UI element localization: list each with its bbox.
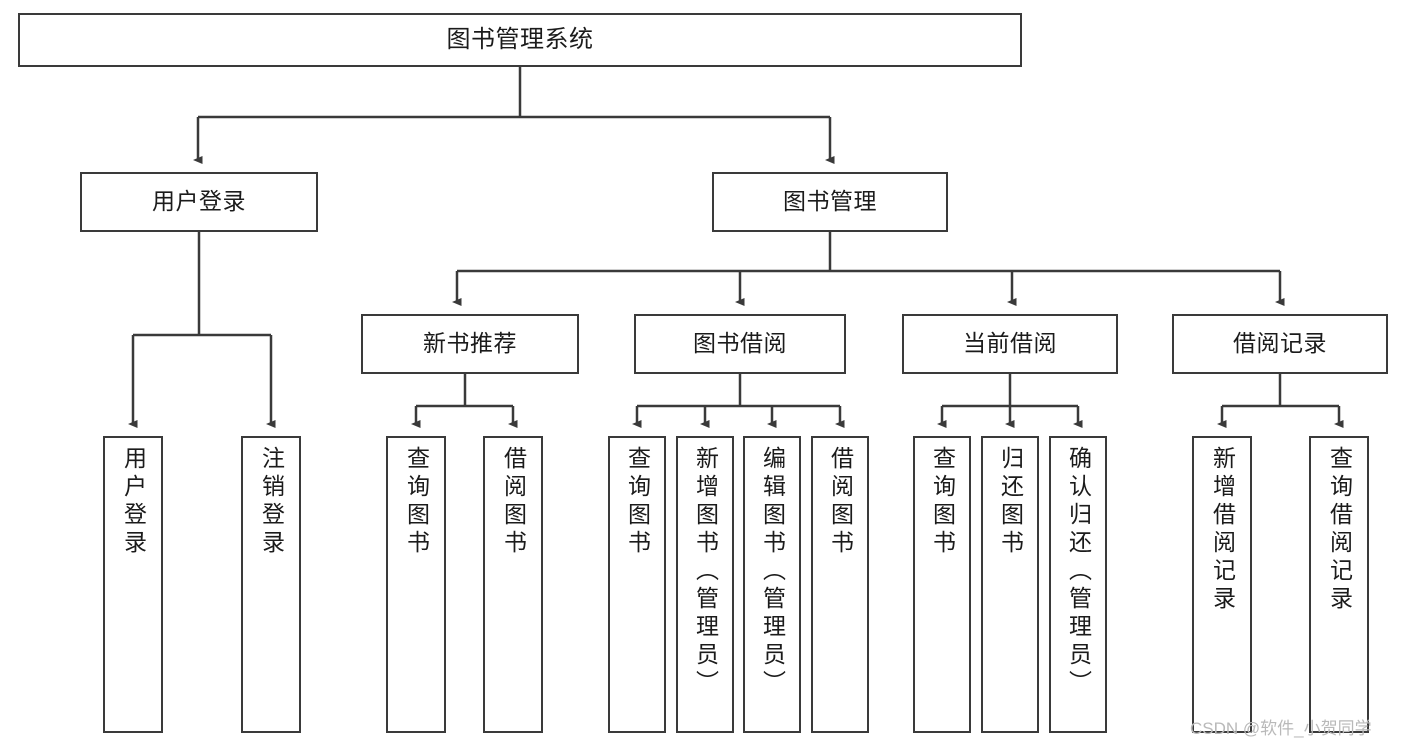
leaf-book-borrow-2[interactable]: 编辑图书（管理员）	[743, 436, 801, 733]
node-root[interactable]: 图书管理系统	[18, 13, 1022, 67]
leaf-current-borrow-0-label: 查询图书	[929, 446, 956, 558]
node-book-manage-label: 图书管理	[783, 188, 877, 215]
leaf-borrow-record-1[interactable]: 查询借阅记录	[1309, 436, 1369, 733]
leaf-current-borrow-2[interactable]: 确认归还（管理员）	[1049, 436, 1107, 733]
node-user-login-label: 用户登录	[152, 188, 246, 215]
leaf-book-borrow-0[interactable]: 查询图书	[608, 436, 666, 733]
leaf-book-borrow-3-label: 借阅图书	[827, 446, 854, 558]
leaf-borrow-record-0[interactable]: 新增借阅记录	[1192, 436, 1252, 733]
node-user-login[interactable]: 用户登录	[80, 172, 318, 232]
leaf-current-borrow-2-label: 确认归还（管理员）	[1065, 446, 1092, 698]
csdn-watermark: CSDN @软件_小贺同学	[1190, 719, 1372, 738]
leaf-new-book-0-label: 查询图书	[403, 446, 430, 558]
node-root-label: 图书管理系统	[446, 25, 594, 53]
node-book-manage[interactable]: 图书管理	[712, 172, 948, 232]
leaf-current-borrow-1-label: 归还图书	[997, 446, 1024, 558]
leaf-current-borrow-1[interactable]: 归还图书	[981, 436, 1039, 733]
leaf-user-login-1-label: 注销登录	[258, 446, 285, 558]
leaf-current-borrow-0[interactable]: 查询图书	[913, 436, 971, 733]
leaf-user-login-1[interactable]: 注销登录	[241, 436, 301, 733]
leaf-user-login-0[interactable]: 用户登录	[103, 436, 163, 733]
node-book-borrow-label: 图书借阅	[693, 330, 787, 357]
leaf-borrow-record-1-label: 查询借阅记录	[1326, 446, 1353, 614]
node-borrow-record[interactable]: 借阅记录	[1172, 314, 1388, 374]
leaf-book-borrow-3[interactable]: 借阅图书	[811, 436, 869, 733]
leaf-new-book-1[interactable]: 借阅图书	[483, 436, 543, 733]
node-new-book-recommend-label: 新书推荐	[423, 330, 517, 357]
leaf-new-book-0[interactable]: 查询图书	[386, 436, 446, 733]
node-current-borrow-label: 当前借阅	[963, 330, 1057, 357]
leaf-book-borrow-1[interactable]: 新增图书（管理员）	[676, 436, 734, 733]
node-current-borrow[interactable]: 当前借阅	[902, 314, 1118, 374]
leaf-book-borrow-1-label: 新增图书（管理员）	[692, 446, 719, 698]
leaf-book-borrow-0-label: 查询图书	[624, 446, 651, 558]
node-new-book-recommend[interactable]: 新书推荐	[361, 314, 579, 374]
node-book-borrow[interactable]: 图书借阅	[634, 314, 846, 374]
leaf-book-borrow-2-label: 编辑图书（管理员）	[759, 446, 786, 698]
leaf-borrow-record-0-label: 新增借阅记录	[1209, 446, 1236, 614]
leaf-new-book-1-label: 借阅图书	[500, 446, 527, 558]
node-borrow-record-label: 借阅记录	[1233, 330, 1327, 357]
leaf-user-login-0-label: 用户登录	[120, 446, 147, 558]
